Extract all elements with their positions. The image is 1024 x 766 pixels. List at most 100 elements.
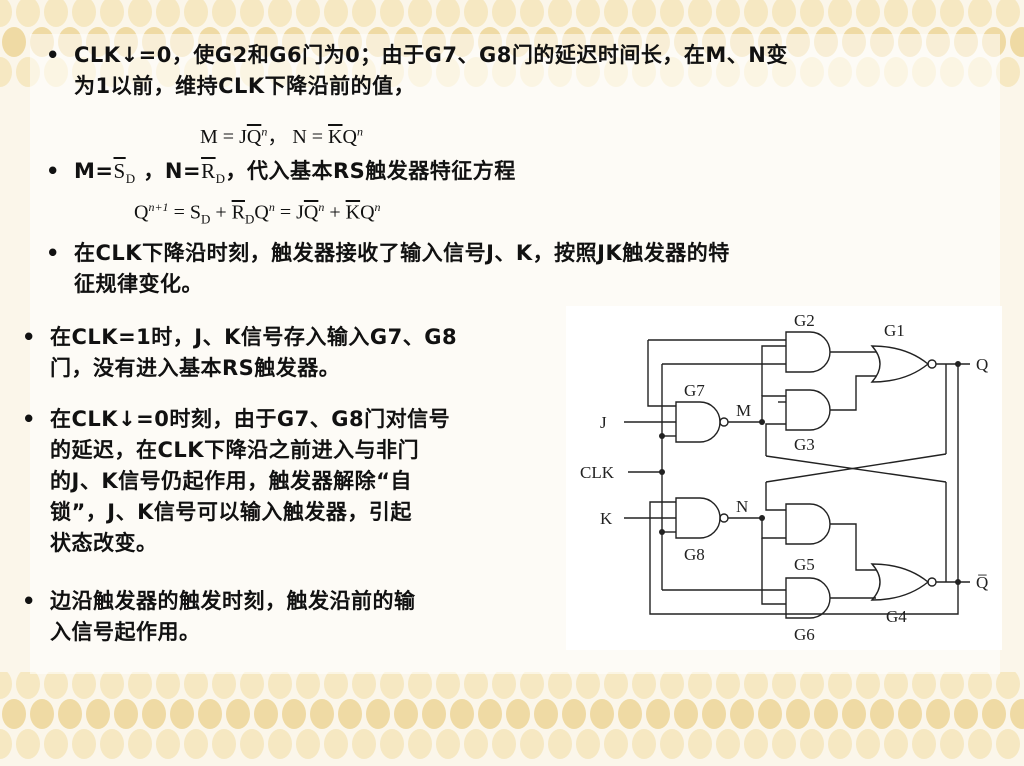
band-dot	[142, 699, 166, 729]
band-dot	[352, 0, 376, 27]
band-dot	[604, 672, 628, 699]
band-dot	[100, 0, 124, 27]
band-dot	[128, 672, 152, 699]
band-dot	[534, 699, 558, 729]
band-dot	[408, 0, 432, 27]
label-clk: CLK	[580, 463, 615, 482]
band-dot	[184, 729, 208, 759]
band-dot	[842, 699, 866, 729]
band-dot	[72, 672, 96, 699]
band-dot	[2, 699, 26, 729]
band-dot	[394, 699, 418, 729]
label-g2: G2	[794, 311, 815, 330]
bullet-line: 在CLK↓=0时刻，由于G7、G8门对信号	[50, 407, 451, 431]
bullet-clk1: • 在CLK=1时，J、K信号存入输入G7、G8 门，没有进入基本RS触发器。	[22, 322, 550, 384]
band-dot	[912, 0, 936, 27]
band-dot	[716, 0, 740, 27]
band-dot	[632, 729, 656, 759]
band-dot	[268, 729, 292, 759]
band-dot	[184, 672, 208, 699]
gate-g2	[785, 331, 831, 373]
band-dot	[226, 699, 250, 729]
band-dot	[660, 0, 684, 27]
band-dot	[380, 729, 404, 759]
band-dot	[492, 672, 516, 699]
band-dot	[548, 672, 572, 699]
bullet-line: 在CLK=1时，J、K信号存入输入G7、G8	[50, 325, 458, 349]
band-dot	[744, 672, 768, 699]
band-dot	[16, 0, 40, 27]
band-dot	[800, 0, 824, 27]
band-dot	[268, 672, 292, 699]
band-dot	[772, 729, 796, 759]
band-dot	[212, 0, 236, 27]
band-dot	[380, 0, 404, 27]
label-k: K	[600, 509, 613, 528]
band-dot	[898, 699, 922, 729]
band-dot	[716, 672, 740, 699]
bullet-clk-fall: • CLK↓=0，使G2和G6门为0；由于G7、G8门的延迟时间长，在M、N变 …	[46, 40, 974, 102]
bullet-line: 边沿触发器的触发时刻，触发沿前的输	[50, 589, 416, 613]
band-dot	[30, 699, 54, 729]
band-dot	[352, 729, 376, 759]
label-g5: G5	[794, 555, 815, 574]
band-dot	[688, 729, 712, 759]
band-dot	[100, 729, 124, 759]
band-dot	[72, 0, 96, 27]
label-g7: G7	[684, 381, 705, 400]
label-m: M	[736, 401, 751, 420]
band-dot	[744, 729, 768, 759]
label-j: J	[600, 413, 607, 432]
formula-m: M = JQn	[200, 124, 268, 148]
band-dot	[492, 729, 516, 759]
band-dot	[478, 699, 502, 729]
band-dot	[996, 57, 1020, 87]
band-dot	[436, 672, 460, 699]
band-dot	[268, 0, 292, 27]
gate-g1	[870, 345, 937, 383]
band-dot	[940, 672, 964, 699]
bullet-line: CLK↓=0，使G2和G6门为0；由于G7、G8门的延迟时间长，在M、N变	[74, 43, 788, 67]
band-dot	[0, 57, 12, 87]
band-dot	[240, 0, 264, 27]
band-dot	[338, 699, 362, 729]
band-dot	[100, 672, 124, 699]
bullet-line: 状态改变。	[50, 531, 158, 555]
band-dot	[436, 0, 460, 27]
label-g3: G3	[794, 435, 815, 454]
band-dot	[506, 699, 530, 729]
band-dot	[744, 0, 768, 27]
band-dot	[632, 672, 656, 699]
band-dot	[912, 672, 936, 699]
bullet-line: 的J、K信号仍起作用，触发器解除“自	[50, 469, 412, 493]
band-dot	[954, 699, 978, 729]
formula-mn: M = JQn， N = KQn	[200, 120, 363, 149]
gate-g7	[675, 401, 729, 443]
formula-sep: ，	[267, 126, 288, 148]
band-dot	[2, 27, 26, 57]
junction-dots	[659, 361, 961, 585]
bullet-dot: •	[46, 43, 60, 67]
band-dot	[240, 729, 264, 759]
wires	[624, 339, 970, 615]
band-dot	[520, 0, 544, 27]
band-dot	[730, 699, 754, 729]
band-dot	[296, 672, 320, 699]
band-dot	[0, 729, 12, 759]
band-dot	[464, 729, 488, 759]
band-dot	[450, 699, 474, 729]
band-dot	[884, 0, 908, 27]
band-dot	[548, 0, 572, 27]
label-g1: G1	[884, 321, 905, 340]
bullet-dot: •	[22, 589, 36, 613]
band-dot	[632, 0, 656, 27]
band-dot	[254, 699, 278, 729]
band-dot	[996, 0, 1020, 27]
band-dot	[674, 699, 698, 729]
band-dot	[1010, 27, 1024, 57]
band-dot	[324, 672, 348, 699]
band-dot	[828, 0, 852, 27]
bullet-line: 的延迟，在CLK下降沿之前进入与非门	[50, 438, 420, 462]
band-dot	[408, 672, 432, 699]
band-dot	[772, 672, 796, 699]
